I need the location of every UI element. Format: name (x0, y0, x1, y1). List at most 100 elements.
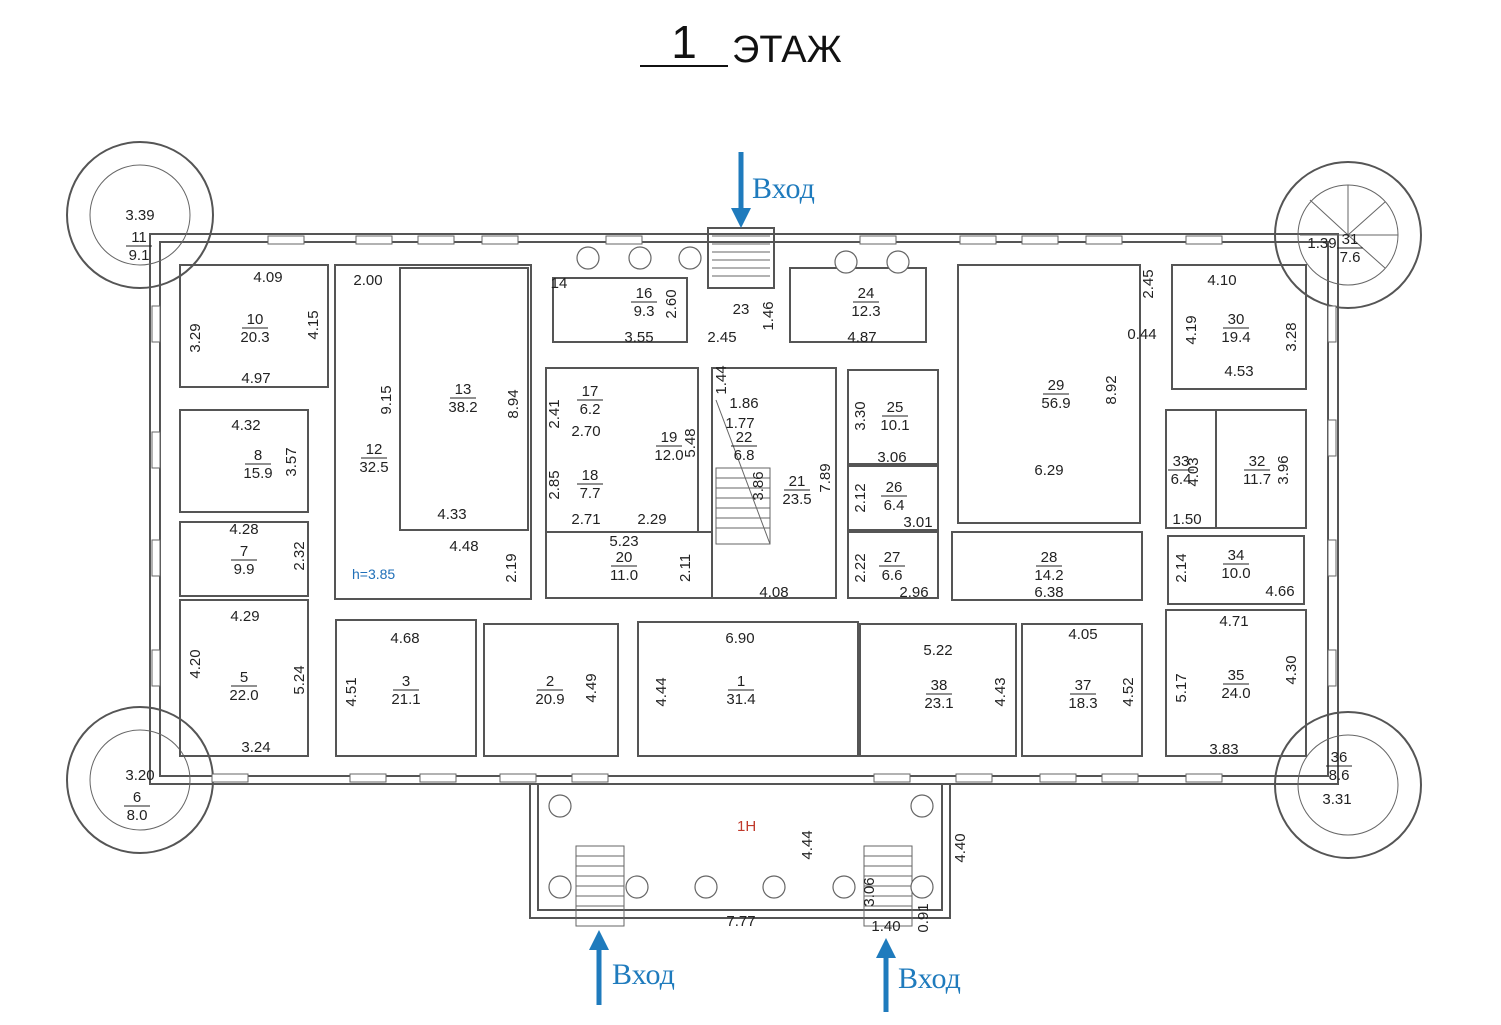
room-area: 6.2 (580, 401, 601, 418)
room-number: 2 (546, 673, 554, 690)
room-number: 23 (733, 301, 750, 318)
dimension-label: 0.91 (915, 903, 932, 932)
dimension-label: 4.66 (1265, 583, 1294, 600)
dimension-label: 4.09 (253, 269, 282, 286)
room-number: 6 (133, 789, 141, 806)
dimension-label: 2.85 (546, 470, 563, 499)
room-number: 37 (1075, 677, 1092, 694)
room-18: 187.7 (577, 467, 603, 502)
room-area: 9.3 (634, 303, 655, 320)
room-11: 119.1 (126, 229, 152, 264)
room-area: 8.0 (127, 807, 148, 824)
dimension-label: 3.30 (852, 401, 869, 430)
dimension-label: 3.86 (750, 471, 767, 500)
dimension-label: 2.14 (1173, 553, 1190, 582)
dimension-label: 9.15 (378, 385, 395, 414)
room-number: 8 (254, 447, 262, 464)
dimension-label: 1.50 (1172, 511, 1201, 528)
dimension-label: 4.48 (449, 538, 478, 555)
room-6: 68.0 (124, 789, 150, 824)
dimension-label: 5.48 (682, 428, 699, 457)
room-number: 35 (1228, 667, 1245, 684)
entrance-bottom-right: Вход (876, 938, 961, 1012)
dimension-label: 4.44 (799, 830, 816, 859)
room-33: 336.4 (1168, 453, 1194, 488)
dimension-label: 3.06 (877, 449, 906, 466)
columns (548, 246, 934, 899)
dimension-label: 3.20 (125, 767, 154, 784)
room-number: 31 (1342, 231, 1359, 248)
room-36: 368.6 (1326, 749, 1352, 784)
dimension-label: 4.32 (231, 417, 260, 434)
room-area: 10.0 (1221, 565, 1250, 582)
room-area: 18.3 (1068, 695, 1097, 712)
room-number: 21 (789, 473, 806, 490)
room-number: 30 (1228, 311, 1245, 328)
room-area: 23.5 (782, 491, 811, 508)
room-number: 28 (1041, 549, 1058, 566)
dimension-label: 2.11 (677, 554, 694, 582)
dimension-label: 4.49 (583, 673, 600, 702)
dimension-label: 1.46 (760, 301, 777, 330)
outer-walls (149, 227, 1339, 919)
dimension-label: 4.43 (992, 677, 1009, 706)
room-number: 14 (551, 275, 568, 292)
dimension-label: 1.44 (713, 365, 730, 394)
dimension-label: 2.19 (503, 553, 520, 582)
unit-label: 1Н (737, 818, 756, 835)
room-number: 17 (582, 383, 599, 400)
room-16: 169.3 (631, 285, 657, 320)
room-number: 16 (636, 285, 653, 302)
dimension-label: 5.23 (609, 533, 638, 550)
room-area: 8.6 (1329, 767, 1350, 784)
room-area: 20.3 (240, 329, 269, 346)
room-number: 27 (884, 549, 901, 566)
room-number: 1 (737, 673, 745, 690)
dimension-label: 3.29 (187, 323, 204, 352)
dimension-label: 3.39 (125, 207, 154, 224)
room-number: 25 (887, 399, 904, 416)
dimension-label: 4.44 (653, 677, 670, 706)
dimension-label: 2.32 (291, 541, 308, 570)
dimension-label: 8.92 (1103, 375, 1120, 404)
floor-number: 1 (671, 16, 697, 68)
dimension-label: 8.94 (505, 389, 522, 418)
dimension-label: 3.96 (1275, 455, 1292, 484)
room-area: 12.0 (654, 447, 683, 464)
room-area: 20.9 (535, 691, 564, 708)
room-number: 13 (455, 381, 472, 398)
room-number: 26 (886, 479, 903, 496)
floor-title: 1 ЭТАЖ (640, 16, 842, 71)
dimension-label: 3.31 (1322, 791, 1351, 808)
room-5: 522.0 (229, 669, 258, 704)
arrow-up-icon (589, 930, 609, 950)
room-number: 7 (240, 543, 248, 560)
dimension-label: 4.19 (1183, 315, 1200, 344)
room-area: 7.6 (1340, 249, 1361, 266)
corner-towers (66, 141, 1422, 859)
dimension-label: 2.45 (707, 329, 736, 346)
room-area: 21.1 (391, 691, 420, 708)
dimension-label: 4.03 (1185, 457, 1202, 486)
entrance-label-left: Вход (612, 958, 675, 991)
dimension-label: 4.28 (229, 521, 258, 538)
dimension-label: 5.17 (1173, 673, 1190, 702)
dimension-label: 5.24 (291, 665, 308, 694)
dimension-label: 1.86 (729, 395, 758, 412)
dimension-label: 2.22 (852, 553, 869, 582)
room-area: 9.9 (234, 561, 255, 578)
room-area: 6.4 (884, 497, 905, 514)
dimension-labels: 3.394.094.153.294.974.323.574.282.324.29… (125, 207, 1351, 935)
dimension-label: 1.40 (871, 918, 900, 935)
